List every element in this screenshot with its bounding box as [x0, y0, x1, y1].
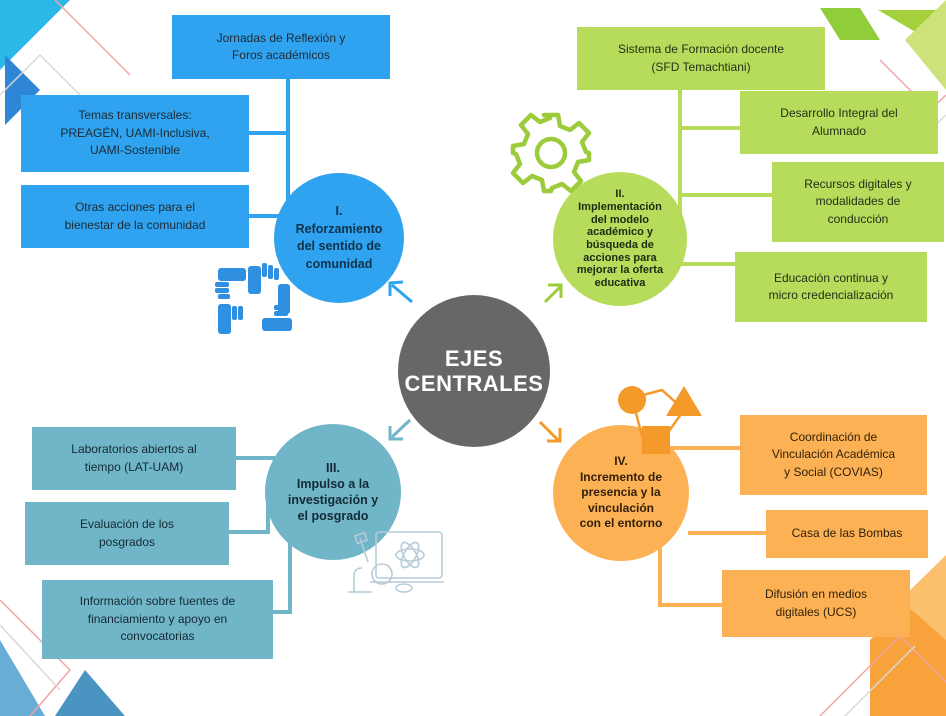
axis1-item-forums: Jornadas de Reflexión y Foros académicos	[172, 15, 390, 79]
axis2-item-student-development: Desarrollo Integral del Alumnado	[740, 91, 938, 154]
gear-icon	[510, 112, 592, 194]
arrow-to-axis4	[538, 420, 562, 443]
arrow-to-axis3	[388, 418, 412, 441]
axis3-item-open-labs: Laboratorios abiertos al tiempo (LAT-UAM…	[32, 427, 236, 490]
shapes-icon	[618, 386, 702, 454]
axis3-circle: III. Impulso a la investigación y el pos…	[265, 424, 401, 560]
axis4-item-covias: Coordinación de Vinculación Académica y …	[740, 415, 927, 495]
axis1-item-wellbeing: Otras acciones para el bienestar de la c…	[21, 185, 249, 248]
axis1-item-transversal-topics: Temas transversales: PREAGÉN, UAMI-Inclu…	[21, 95, 249, 172]
axis1-circle: I. Reforzamiento del sentido de comunida…	[274, 173, 404, 303]
axis3-item-funding-information: Información sobre fuentes de financiamie…	[42, 580, 273, 659]
orange-connectors	[658, 446, 766, 607]
axis2-circle: II. Implementación del modelo académico …	[553, 172, 687, 306]
arrow-to-axis2	[543, 283, 563, 304]
axis2-item-digital-resources: Recursos digitales y modalidades de cond…	[772, 162, 944, 242]
axis2-item-teacher-training: Sistema de Formación docente (SFD Temach…	[577, 27, 825, 90]
blue-connectors	[248, 78, 290, 218]
axis4-item-casa-de-las-bombas: Casa de las Bombas	[766, 510, 928, 558]
corner-decoration-bottom-left	[0, 599, 125, 716]
laboratory-icon	[348, 531, 444, 593]
axis4-item-digital-media: Difusión en medios digitales (UCS)	[722, 570, 910, 637]
corner-decoration-top-left	[0, 0, 131, 125]
hands-icon	[215, 263, 292, 334]
axis2-item-continuing-education: Educación continua y micro credencializa…	[735, 252, 927, 322]
axis3-item-graduate-evaluation: Evaluación de los posgrados	[25, 502, 229, 565]
center-circle: EJES CENTRALES	[398, 295, 550, 447]
arrow-to-axis1	[388, 280, 413, 304]
